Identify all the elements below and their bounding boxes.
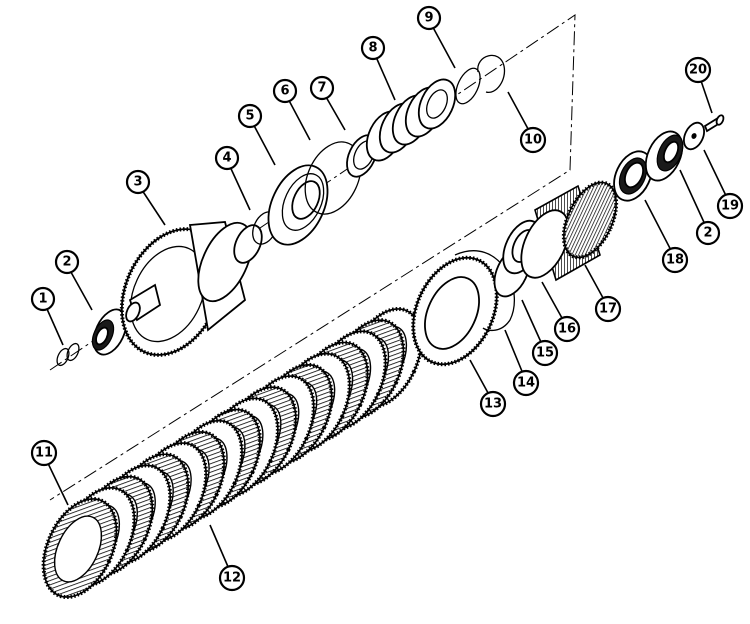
- callout-2-right: 2: [695, 220, 721, 246]
- part-2-bearing-right: [644, 130, 684, 182]
- part-1-seal-rings: [56, 342, 80, 367]
- svg-text:14: 14: [517, 376, 535, 391]
- callout-7: 7: [309, 75, 335, 101]
- callout-15: 15: [531, 339, 559, 367]
- callout-20: 20: [684, 56, 712, 84]
- part-13-pressure-plate: [411, 255, 499, 367]
- svg-text:6: 6: [280, 84, 289, 99]
- centerline-axes: [49, 14, 576, 501]
- svg-text:8: 8: [368, 41, 377, 56]
- callout-14: 14: [512, 369, 540, 397]
- part-20-bolt: [703, 114, 725, 133]
- callout-3: 3: [125, 169, 151, 195]
- svg-text:12: 12: [223, 571, 241, 586]
- callout-11: 11: [30, 439, 58, 467]
- part-8-spring-pack: [365, 78, 457, 162]
- part-9-retainer-ring: [455, 67, 481, 105]
- callout-1: 1: [30, 286, 56, 312]
- part-6-seal-ring: [304, 141, 362, 215]
- part-10-snap-ring: [477, 54, 506, 93]
- callout-12: 12: [218, 564, 246, 592]
- svg-text:19: 19: [721, 199, 739, 214]
- clutch-plate-teeth: [41, 496, 119, 600]
- callout-6: 6: [272, 78, 298, 104]
- part-5-piston: [267, 164, 329, 246]
- part-2-bearing-left: [91, 308, 128, 356]
- callout-10: 10: [519, 126, 547, 154]
- svg-text:9: 9: [424, 11, 433, 26]
- svg-text:16: 16: [558, 322, 576, 337]
- svg-text:15: 15: [536, 346, 554, 361]
- svg-text:5: 5: [245, 109, 254, 124]
- part-17-clutch-hub: [520, 180, 619, 282]
- svg-text:2: 2: [62, 255, 71, 270]
- svg-text:2: 2: [703, 226, 712, 241]
- callout-13: 13: [479, 390, 507, 418]
- part-18-bearing-cup: [613, 150, 653, 202]
- callout-8: 8: [360, 35, 386, 61]
- svg-text:17: 17: [599, 302, 617, 317]
- svg-text:11: 11: [35, 446, 53, 461]
- clutch-plate-bore: [53, 515, 103, 583]
- svg-text:3: 3: [133, 175, 142, 190]
- callout-5: 5: [237, 103, 263, 129]
- svg-text:18: 18: [666, 253, 684, 268]
- callout-17: 17: [594, 295, 622, 323]
- svg-text:13: 13: [484, 397, 502, 412]
- part-19-end-cap: [683, 121, 705, 151]
- part-3-gear-drum: [119, 221, 263, 357]
- callout-4: 4: [214, 145, 240, 171]
- callout-2-left: 2: [54, 249, 80, 275]
- svg-text:4: 4: [222, 151, 231, 166]
- part-14-snap-ring: [454, 250, 515, 332]
- part-11-12-clutch-plates: [41, 306, 424, 600]
- callout-18: 18: [661, 246, 689, 274]
- svg-text:20: 20: [689, 63, 707, 78]
- callout-9: 9: [416, 5, 442, 31]
- svg-text:1: 1: [38, 292, 47, 307]
- callout-16: 16: [553, 315, 581, 343]
- callout-19: 19: [716, 192, 744, 220]
- svg-text:7: 7: [317, 81, 326, 96]
- svg-text:10: 10: [524, 133, 542, 148]
